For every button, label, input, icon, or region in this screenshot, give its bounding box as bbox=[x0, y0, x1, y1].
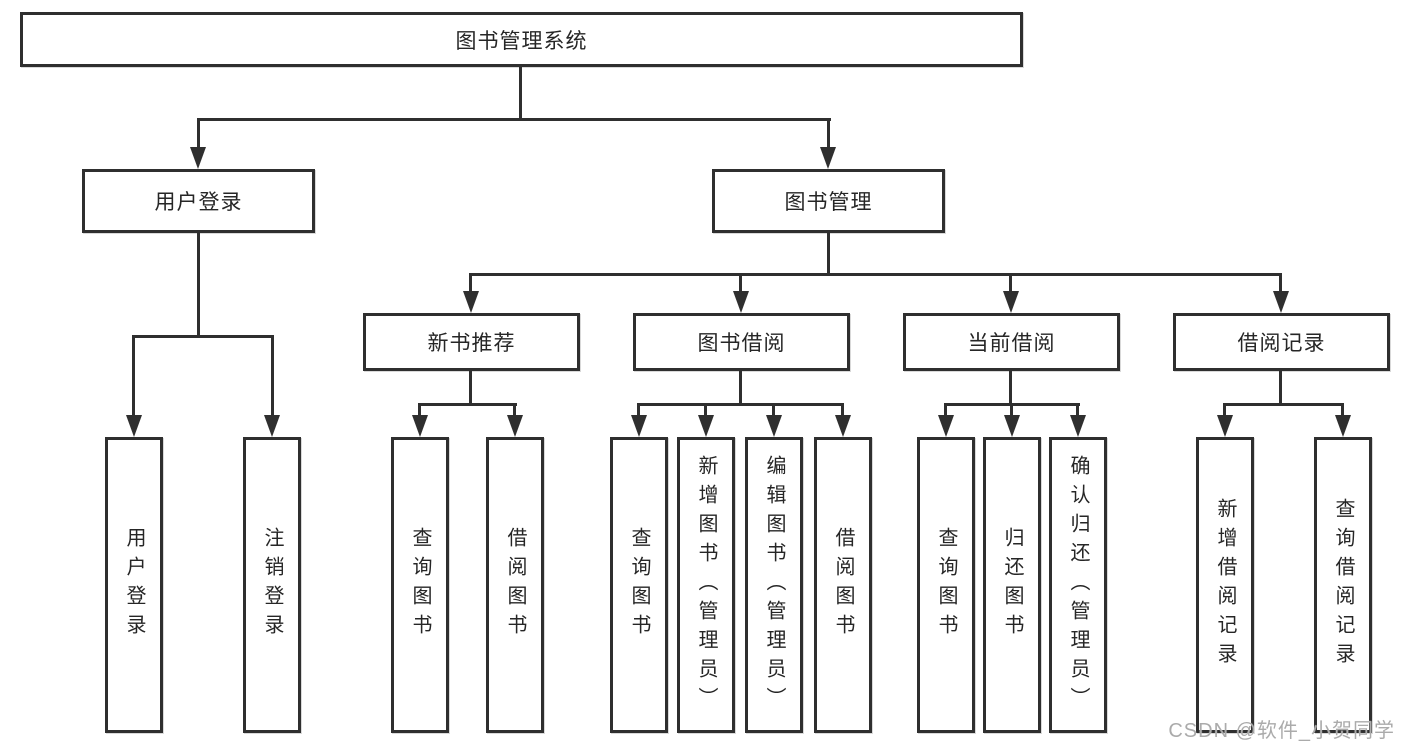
connector-drop-current-borrow bbox=[1009, 273, 1012, 295]
connector-drop-leaf bbox=[704, 403, 707, 419]
arrow-down-icon bbox=[698, 415, 714, 437]
node-new-book-recommend-label: 新书推荐 bbox=[427, 332, 516, 355]
arrow-down-icon bbox=[1335, 415, 1351, 437]
node-book-borrow-label: 图书借阅 bbox=[697, 332, 786, 355]
csdn-watermark: CSDN @软件_小贺同学 bbox=[1168, 720, 1395, 742]
connector-drop-book-borrow bbox=[739, 273, 742, 295]
leaf-add-borrow-record-label: 新增借阅记录 bbox=[1214, 498, 1236, 672]
arrow-down-icon bbox=[766, 415, 782, 437]
connector-drop-new-book-rec bbox=[469, 273, 472, 295]
leaf-add-books-admin: 新增图书（管理员） bbox=[677, 437, 735, 733]
leaf-confirm-return-admin: 确认归还（管理员） bbox=[1049, 437, 1107, 733]
leaf-return-books-label: 归还图书 bbox=[1001, 527, 1023, 643]
arrow-down-icon bbox=[264, 415, 280, 437]
arrow-down-icon bbox=[631, 415, 647, 437]
node-current-borrow-label: 当前借阅 bbox=[967, 332, 1056, 355]
connector-drop-leaf bbox=[1341, 403, 1344, 419]
arrow-down-icon bbox=[938, 415, 954, 437]
node-user-login-label: 用户登录 bbox=[154, 191, 243, 214]
connector-drop-leaf bbox=[1076, 403, 1079, 419]
arrow-down-icon bbox=[412, 415, 428, 437]
leaf-confirm-return-admin-label: 确认归还（管理员） bbox=[1067, 454, 1089, 716]
connector-new-book-rec-stem bbox=[469, 371, 472, 403]
connector-user-login-stem bbox=[197, 233, 200, 335]
arrow-down-icon bbox=[820, 147, 836, 169]
connector-drop-leaf bbox=[1010, 403, 1013, 419]
leaf-borrow-books-rec-label: 借阅图书 bbox=[504, 527, 526, 643]
arrow-down-icon bbox=[463, 291, 479, 313]
connector-root-crossbar bbox=[197, 118, 831, 121]
connector-current-borrow-stem bbox=[1009, 371, 1012, 403]
node-borrow-records: 借阅记录 bbox=[1173, 313, 1390, 371]
leaf-return-books: 归还图书 bbox=[983, 437, 1041, 733]
leaf-query-borrow-record-label: 查询借阅记录 bbox=[1332, 498, 1354, 672]
leaf-query-books-rec: 查询图书 bbox=[391, 437, 449, 733]
arrow-down-icon bbox=[835, 415, 851, 437]
leaf-query-borrow-record: 查询借阅记录 bbox=[1314, 437, 1372, 733]
leaf-borrow-books-label: 借阅图书 bbox=[832, 527, 854, 643]
node-borrow-records-label: 借阅记录 bbox=[1237, 332, 1326, 355]
node-root-library-system: 图书管理系统 bbox=[20, 12, 1023, 67]
connector-borrow-records-crossbar bbox=[1223, 403, 1344, 406]
connector-book-mgmt-stem bbox=[827, 233, 830, 273]
leaf-user-login-label: 用户登录 bbox=[123, 527, 145, 643]
node-user-login: 用户登录 bbox=[82, 169, 315, 233]
arrow-down-icon bbox=[733, 291, 749, 313]
node-current-borrow: 当前借阅 bbox=[903, 313, 1120, 371]
connector-drop-user-login bbox=[197, 118, 200, 150]
leaf-query-books-current-label: 查询图书 bbox=[935, 527, 957, 643]
node-book-management: 图书管理 bbox=[712, 169, 945, 233]
node-book-management-label: 图书管理 bbox=[784, 191, 873, 214]
connector-drop-leaf bbox=[132, 335, 135, 420]
leaf-add-books-admin-label: 新增图书（管理员） bbox=[695, 454, 717, 716]
leaf-logout: 注销登录 bbox=[243, 437, 301, 733]
leaf-borrow-books: 借阅图书 bbox=[814, 437, 872, 733]
leaf-add-borrow-record: 新增借阅记录 bbox=[1196, 437, 1254, 733]
connector-drop-leaf bbox=[513, 403, 516, 419]
arrow-down-icon bbox=[1070, 415, 1086, 437]
leaf-borrow-books-rec: 借阅图书 bbox=[486, 437, 544, 733]
arrow-down-icon bbox=[1217, 415, 1233, 437]
connector-drop-leaf bbox=[944, 403, 947, 419]
arrow-down-icon bbox=[126, 415, 142, 437]
connector-drop-leaf bbox=[1223, 403, 1226, 419]
leaf-logout-label: 注销登录 bbox=[261, 527, 283, 643]
connector-book-borrow-stem bbox=[739, 371, 742, 403]
connector-drop-leaf bbox=[271, 335, 274, 420]
connector-drop-book-mgmt bbox=[827, 118, 830, 150]
arrow-down-icon bbox=[1004, 415, 1020, 437]
node-new-book-recommend: 新书推荐 bbox=[363, 313, 580, 371]
connector-drop-leaf bbox=[841, 403, 844, 419]
leaf-edit-books-admin-label: 编辑图书（管理员） bbox=[763, 454, 785, 716]
arrow-down-icon bbox=[1273, 291, 1289, 313]
connector-drop-leaf bbox=[772, 403, 775, 419]
leaf-query-books-rec-label: 查询图书 bbox=[409, 527, 431, 643]
node-book-borrow: 图书借阅 bbox=[633, 313, 850, 371]
leaf-query-books-borrow: 查询图书 bbox=[610, 437, 668, 733]
connector-borrow-records-stem bbox=[1279, 371, 1282, 403]
connector-user-login-crossbar bbox=[132, 335, 274, 338]
leaf-query-books-borrow-label: 查询图书 bbox=[628, 527, 650, 643]
leaf-query-books-current: 查询图书 bbox=[917, 437, 975, 733]
connector-drop-leaf bbox=[637, 403, 640, 419]
node-root-label: 图书管理系统 bbox=[455, 29, 588, 53]
connector-new-book-rec-crossbar bbox=[418, 403, 517, 406]
arrow-down-icon bbox=[507, 415, 523, 437]
connector-root-stem bbox=[519, 67, 522, 118]
arrow-down-icon bbox=[190, 147, 206, 169]
connector-drop-borrow-records bbox=[1279, 273, 1282, 295]
connector-drop-leaf bbox=[418, 403, 421, 419]
leaf-user-login: 用户登录 bbox=[105, 437, 163, 733]
arrow-down-icon bbox=[1003, 291, 1019, 313]
connector-book-mgmt-crossbar bbox=[469, 273, 1282, 276]
leaf-edit-books-admin: 编辑图书（管理员） bbox=[745, 437, 803, 733]
connector-book-borrow-crossbar bbox=[637, 403, 844, 406]
